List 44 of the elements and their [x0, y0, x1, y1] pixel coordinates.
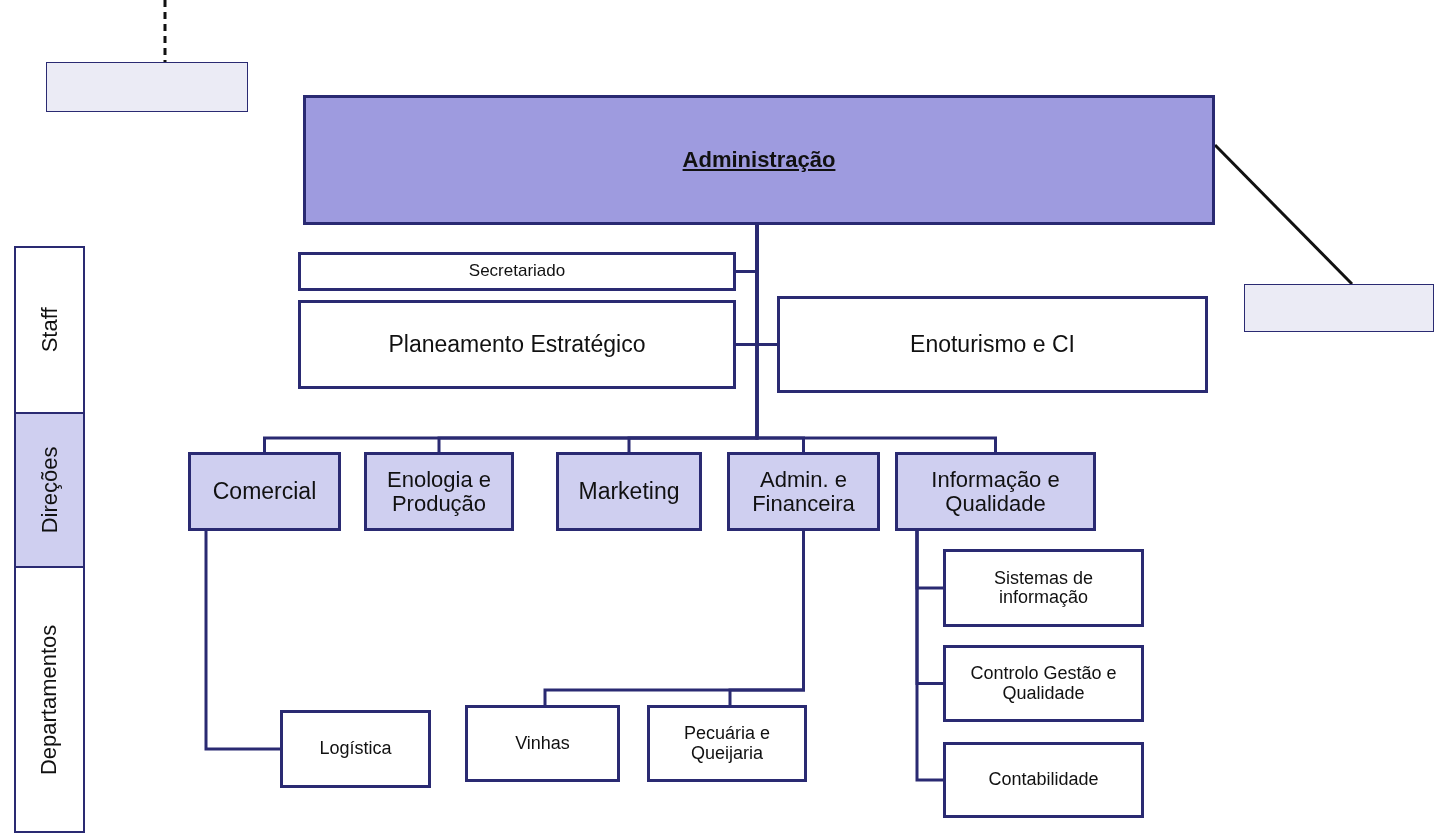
org-unit-box: [777, 296, 1208, 393]
unit-label: Pecuária e Queijaria: [682, 724, 772, 763]
unit-label: Informação e Qualidade: [930, 467, 1061, 516]
org-unit-box: [465, 705, 620, 782]
org-connector: [728, 531, 805, 705]
unit-label: Planeamento Estratégico: [387, 332, 647, 357]
org-connector: [915, 531, 943, 782]
org-unit-box: [895, 452, 1096, 531]
org-unit-box: [727, 452, 880, 531]
unit-label: Logística: [318, 739, 393, 759]
level-band: [14, 412, 85, 568]
unit-label: Admin. e Financeira: [751, 467, 856, 516]
org-connector: [755, 225, 997, 452]
band-label: Direções: [37, 446, 62, 534]
unit-label: Contabilidade: [987, 770, 1100, 790]
org-unit-box: [298, 300, 736, 389]
org-unit-box: [943, 645, 1144, 722]
org-unit-box: [188, 452, 341, 531]
org-unit-box: [280, 710, 431, 788]
org-unit-box: [364, 452, 514, 531]
org-unit-box: [647, 705, 807, 782]
unit-label: Secretariado: [467, 262, 567, 281]
level-band: [14, 246, 85, 414]
unit-label: Sistemas de informação: [992, 568, 1094, 608]
empty-box: [1244, 284, 1434, 332]
unit-label: Comercial: [211, 479, 318, 504]
band-label: Staff: [37, 307, 62, 353]
org-unit-box: [298, 252, 736, 291]
unit-label: Vinhas: [514, 733, 571, 754]
unit-label: Administração: [681, 148, 837, 172]
connector-line: [163, 0, 167, 62]
org-unit-box: [556, 452, 702, 531]
connector-line: [1213, 143, 1354, 286]
unit-label: Marketing: [577, 479, 681, 504]
unit-label: Controlo Gestão e Qualidade: [969, 664, 1118, 703]
level-band: [14, 566, 85, 833]
empty-box: [46, 62, 248, 112]
org-connector: [204, 531, 280, 751]
unit-label: Enoturismo e CI: [909, 332, 1076, 357]
unit-label: Enologia e Produção: [386, 467, 492, 516]
org-unit-box: [303, 95, 1215, 225]
org-unit-box: [943, 742, 1144, 818]
org-unit-box: [943, 549, 1144, 627]
band-label: Departamentos: [37, 624, 62, 775]
